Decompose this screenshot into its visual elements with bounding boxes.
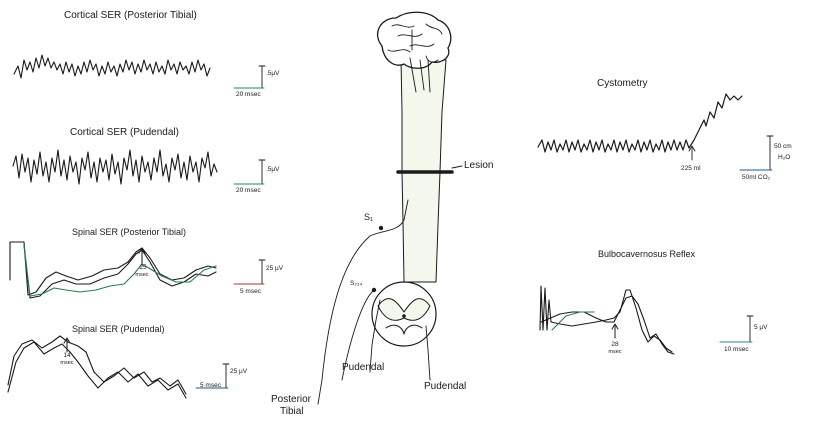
- bulbocavernosus-latency-arrow: [611, 323, 619, 339]
- pudendal-left-label: Pudendal: [342, 362, 385, 373]
- cystometry-trace: [537, 93, 743, 153]
- s1-label: S₁: [364, 212, 374, 222]
- lesion-label: Lesion: [464, 160, 494, 171]
- bulbocavernosus-latency-unit: msec: [608, 349, 622, 355]
- pudendal-root-right: [425, 325, 431, 381]
- cortical-pudendal-scale-bar: [233, 159, 266, 185]
- brainstem: [409, 57, 431, 93]
- bulbocavernosus-scale-v: 5 µV: [754, 324, 768, 331]
- cystometry-scale-v2: H₂O: [778, 154, 791, 161]
- cystometry-title: Cystometry: [597, 78, 648, 89]
- cortical-pudendal-trace: [12, 149, 218, 185]
- brain: [377, 11, 452, 69]
- cortical-tibial-scale-v: .5µV: [266, 70, 280, 77]
- cortical-pudendal-scale-t: 20 msec: [236, 187, 261, 194]
- s1-dot: [378, 225, 384, 231]
- cortical-tibial-trace: [13, 54, 211, 79]
- spinal-pudendal-latency-value: 14: [63, 352, 71, 359]
- spinal-tibial-scale-t: 5 msec: [240, 288, 261, 295]
- cortical-pudendal-scale-v: .5µV: [266, 166, 280, 173]
- cortical-tibial-title: Cortical SER (Posterior Tibial): [64, 10, 197, 21]
- spinal-tibial-latency-unit: msec: [135, 272, 149, 278]
- bulbocavernosus-title: Bulbocavernosus Reflex: [598, 249, 696, 259]
- pudendal-root-left: [369, 299, 381, 373]
- tibial-label: Tibial: [280, 406, 304, 417]
- s1-nerve: [317, 199, 409, 405]
- cystometry-scale-bar: [739, 135, 774, 171]
- spinal-tibial-title: Spinal SER (Posterior Tibial): [72, 227, 187, 237]
- s234-dot: [371, 287, 377, 293]
- spinal-tibial-scale-v: 25 µV: [266, 265, 284, 272]
- s234-nerve: [341, 289, 375, 381]
- cortical-tibial-scale-t: 20 msec: [236, 91, 261, 98]
- cortical-pudendal-title: Cortical SER (Pudendal): [70, 127, 179, 138]
- spinal-tibial-latency-value: 25: [139, 264, 147, 271]
- spinal-tibial-traces: [9, 241, 217, 299]
- cystometry-volume-label: 225 ml: [681, 165, 701, 172]
- cystometry-scale-v1: 50 cm: [774, 143, 792, 150]
- spinal-pudendal-scale-v: 25 µV: [230, 368, 248, 375]
- spinal-pudendal-title: Spinal SER (Pudendal): [72, 324, 165, 334]
- spinal-tibial-scale-bar: [233, 259, 266, 285]
- lesion-pointer: [451, 165, 463, 169]
- cystometry-scale-t: 50ml CO₂: [742, 174, 771, 181]
- s234-label: S₂₃₄: [350, 280, 363, 287]
- bulbocavernosus-latency-value: 28: [611, 341, 619, 348]
- bulbocavernosus-scale-bar: [719, 315, 754, 343]
- bulbocavernosus-scale-t: 10 msec: [724, 346, 749, 353]
- spinal-tibial-latency-arrow: [138, 247, 146, 265]
- spinal-pudendal-traces: [7, 335, 187, 399]
- posterior-label: Posterior: [271, 394, 312, 405]
- spinal-pudendal-scale-bar: [195, 363, 230, 389]
- spinal-pudendal-latency-arrow: [63, 337, 71, 353]
- central-canal: [402, 314, 406, 318]
- spinal-pudendal-latency-unit: msec: [60, 360, 74, 366]
- cystometry-volume-arrow: [688, 145, 696, 161]
- bulbocavernosus-traces: [539, 285, 675, 355]
- spinal-pudendal-scale-t: 5 msec: [200, 382, 221, 389]
- pudendal-right-label: Pudendal: [424, 381, 467, 392]
- brain-folds: [387, 23, 443, 63]
- cortical-tibial-scale-bar: [233, 65, 266, 89]
